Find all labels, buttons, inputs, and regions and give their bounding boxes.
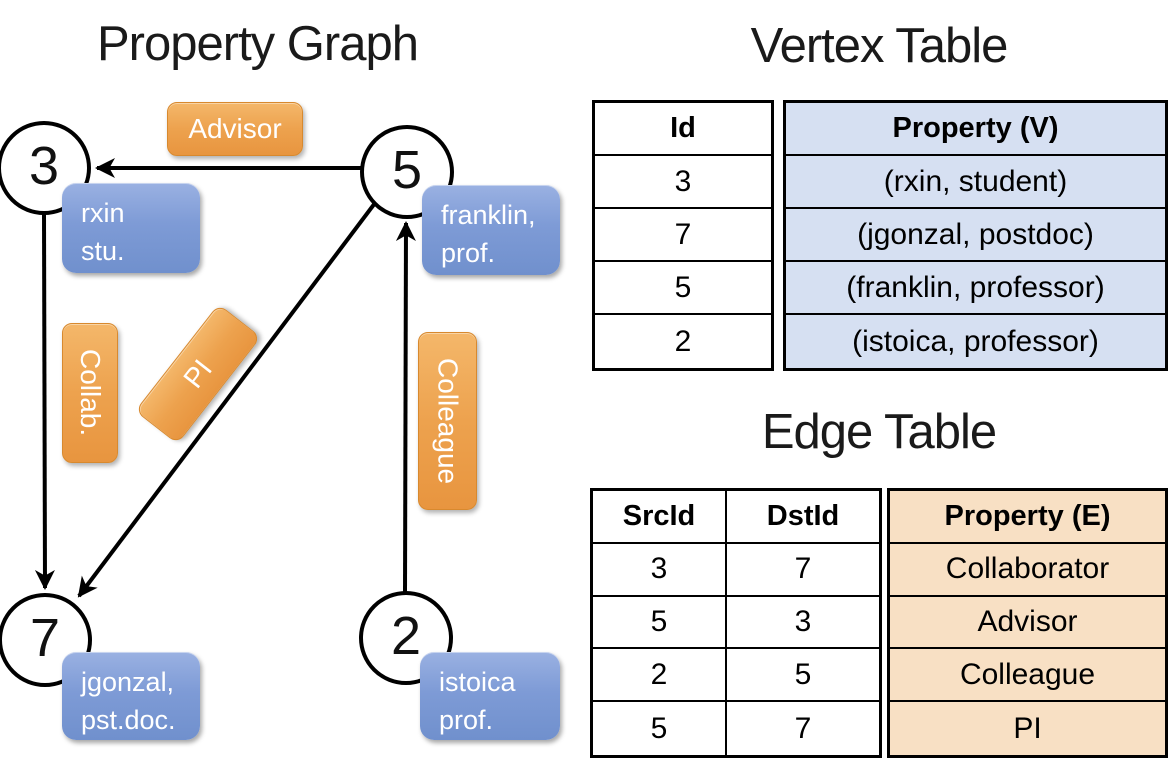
vertex-table-header-id: Id (595, 103, 771, 156)
vertex-id-label: 2 (390, 606, 422, 666)
edge-table-cell: 2 (593, 649, 725, 703)
edge-label-advisor: Advisor (167, 102, 303, 156)
vertex-id-label: 7 (29, 608, 61, 668)
edge-table-cell: Colleague (890, 649, 1165, 703)
edge-label-pi: PI (134, 303, 262, 445)
vertex-prop-box-franklin: franklin, prof. (422, 185, 560, 275)
vertex-prop-box-rxin: rxin stu. (62, 183, 200, 273)
vertex-table-property-column: Property (V) (rxin, student) (jgonzal, p… (783, 100, 1168, 371)
vertex-table-cell: 3 (595, 156, 771, 209)
vertex-prop-line: rxin (81, 198, 125, 228)
vertex-prop-line: prof. (439, 704, 494, 735)
vertex-table-header-property: Property (V) (786, 103, 1165, 156)
edge-table-cell: Collaborator (890, 544, 1165, 597)
edge-label-colleague: Colleague (418, 332, 477, 510)
edge-table-cell: 7 (725, 543, 879, 597)
vertex-prop-line: jgonzal, (81, 667, 175, 697)
vertex-node-3: 3 (0, 121, 91, 215)
edge-table-cell: 5 (725, 649, 879, 703)
edge-table-header-srcid: SrcId (593, 491, 725, 544)
edge-table-title: Edge Table (761, 405, 997, 459)
edge-table-ids-columns: SrcId DstId 3 7 5 3 2 5 5 7 (590, 488, 882, 758)
vertex-table-title: Vertex Table (750, 19, 1009, 73)
vertex-table-cell: (franklin, professor) (786, 262, 1165, 315)
edge-table-header-property: Property (E) (890, 491, 1165, 544)
vertex-table-id-column: Id 3 7 5 2 (592, 100, 774, 371)
vertex-prop-line: franklin, (441, 200, 536, 230)
edge-table-cell: 5 (650, 711, 668, 745)
edge-colleague-2-to-5 (395, 221, 416, 594)
vertex-table-cell: 2 (674, 324, 692, 358)
vertex-node-5: 5 (360, 125, 454, 219)
edge-table-property-column: Property (E) Collaborator Advisor Collea… (887, 488, 1168, 758)
edge-table-cell: 3 (593, 544, 725, 597)
vertex-table-cell: (rxin, student) (786, 156, 1165, 209)
vertex-prop-line: istoica (439, 667, 516, 697)
edge-collab-3-to-7 (34, 212, 55, 590)
vertex-table-cell: (jgonzal, postdoc) (786, 209, 1165, 262)
vertex-table-cell: (istoica, professor) (852, 324, 1099, 358)
vertex-prop-line: prof. (441, 237, 496, 268)
edge-table-cell: 3 (725, 596, 879, 650)
property-graph-title: Property Graph (97, 17, 419, 71)
vertex-prop-line: pst.doc. (81, 704, 176, 735)
vertex-prop-line: stu. (81, 235, 125, 266)
edge-table-header-dstid: DstId (725, 491, 879, 544)
vertex-prop-box-jgonzal: jgonzal, pst.doc. (62, 652, 200, 740)
vertex-table-cell: 5 (595, 262, 771, 315)
vertex-id-label: 5 (391, 140, 423, 200)
vertex-prop-box-istoica: istoica prof. (420, 652, 560, 740)
edge-table-cell: Advisor (890, 597, 1165, 650)
edge-table-cell: 7 (725, 702, 879, 755)
edge-table-cell: PI (1013, 711, 1042, 745)
edge-label-collab: Collab. (62, 323, 118, 463)
vertex-id-label: 3 (28, 136, 60, 196)
edge-table-cell: 5 (593, 597, 725, 650)
vertex-table-cell: 7 (595, 209, 771, 262)
